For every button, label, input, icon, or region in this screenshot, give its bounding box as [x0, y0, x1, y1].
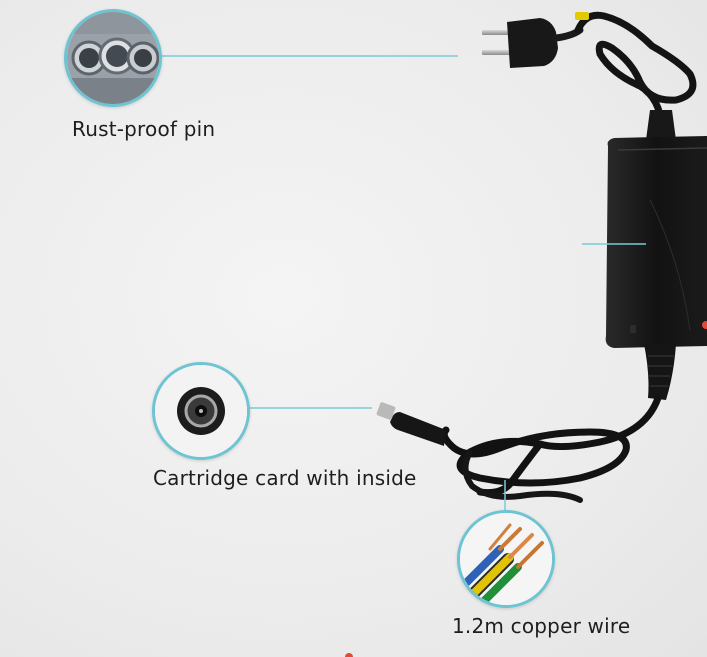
wall-plug [507, 18, 558, 68]
copper-wire-label: 1.2m copper wire [452, 614, 631, 638]
cartridge-card-label: Cartridge card with inside [153, 466, 417, 490]
steel-tubes-icon [64, 9, 162, 107]
output-cable [440, 394, 662, 487]
adapter-brick [605, 136, 707, 348]
plug-prongs [482, 30, 510, 55]
copper-wire-cross-section-icon [457, 510, 555, 608]
output-strain-relief [644, 344, 676, 400]
dc-barrel-plug-icon [152, 362, 250, 460]
barrel-connector [390, 412, 446, 446]
rust-proof-pin-label: Rust-proof pin [72, 117, 216, 141]
input-cable [574, 11, 697, 132]
